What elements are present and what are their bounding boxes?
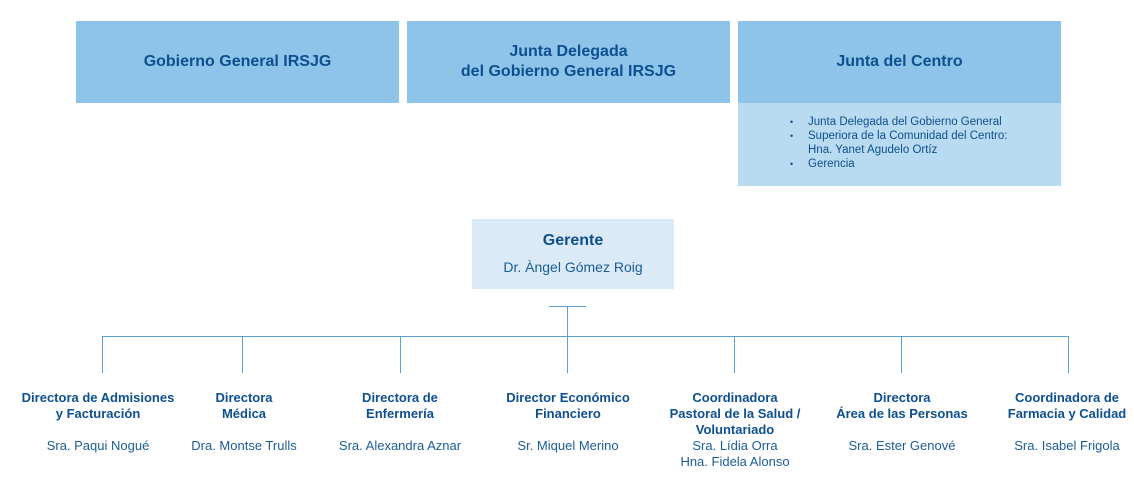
dept-title-line: Director Económico [506,390,630,405]
dept-farmacia: Coordinadora de Farmacia y Calidad Sra. … [1008,390,1127,454]
dept-title-line: Coordinadora de [1014,390,1119,405]
dept-title: Coordinadora de Farmacia y Calidad [1008,390,1127,422]
junta-centro-item: Junta Delegada del Gobierno General [790,115,1051,129]
junta-centro-item: Gerencia [790,157,1051,171]
dept-person-line: Dra. Montse Trulls [191,438,297,453]
dept-personas: Directora Área de las Personas Sra. Este… [836,390,968,454]
dept-person-line: Sra. Isabel Frigola [1014,438,1120,453]
dept-person: Sra. Paqui Nogué [22,438,175,454]
dept-title-line: Directora de Admisiones [21,390,175,405]
gerente-title: Gerente [542,232,604,249]
dept-person: Sra. Ester Genové [836,438,968,454]
junta-centro-item-continuation: Hna. Yanet Agudelo Ortíz [808,144,938,156]
junta-centro-box: Junta del Centro [738,21,1061,103]
junta-centro-item: Superiora de la Comunidad del Centro: [790,129,1051,143]
dept-person-line: Sra. Lídia Orra [692,438,778,453]
dept-person-line: Sra. Ester Genové [848,438,956,453]
dept-title: Coordinadora Pastoral de la Salud / Volu… [670,390,801,438]
dept-title-line: y Facturación [55,406,141,421]
dept-title-line: Médica [221,406,267,421]
junta-centro-label: Junta del Centro [836,53,963,70]
gobierno-general-label: Gobierno General IRSJG [143,53,332,70]
gobierno-general-box: Gobierno General IRSJG [76,21,399,103]
dept-title-line: Farmacia y Calidad [1007,406,1127,421]
junta-delegada-box: Junta Delegada del Gobierno General IRSJ… [407,21,730,103]
dept-title-line: Pastoral de la Salud / [669,406,801,421]
dept-person: Dra. Montse Trulls [191,438,296,454]
dept-title-line: Voluntariado [695,422,775,437]
dept-title: Directora de Admisiones y Facturación [22,390,175,422]
dept-economico: Director Económico Financiero Sr. Miquel… [506,390,630,454]
dept-person-line: Hna. Fidela Alonso [680,454,790,469]
dept-title-line: Enfermería [366,406,434,421]
dept-person-line: Sr. Miquel Merino [517,438,619,453]
dept-title-line: Financiero [535,406,601,421]
dept-title-line: Área de las Personas [836,406,968,421]
dept-title-line: Coordinadora [692,390,778,405]
dept-title-line: Directora de [362,390,438,405]
dept-title-line: Directora [215,390,273,405]
junta-delegada-label-line2: del Gobierno General IRSJG [460,63,677,80]
dept-pastoral: Coordinadora Pastoral de la Salud / Volu… [670,390,801,470]
dept-person: Sra. Isabel Frigola [1008,438,1127,454]
dept-enfermeria: Directora de Enfermería Sra. Alexandra A… [339,390,461,454]
dept-person: Sr. Miquel Merino [506,438,630,454]
gerente-box: Gerente Dr. Àngel Gómez Roig [472,219,674,289]
dept-title: Director Económico Financiero [506,390,630,422]
dept-person: Sra. Lídia Orra Hna. Fidela Alonso [670,438,801,470]
dept-title: Directora de Enfermería [339,390,461,422]
dept-title: Directora Médica [191,390,296,422]
junta-centro-members: Junta Delegada del Gobierno General Supe… [738,103,1061,186]
dept-title-line: Directora [873,390,931,405]
dept-medica: Directora Médica Dra. Montse Trulls [191,390,296,454]
dept-person-line: Sra. Paqui Nogué [46,438,150,453]
junta-delegada-label-line1: Junta Delegada [509,43,628,60]
junta-centro-list: Junta Delegada del Gobierno General Supe… [790,115,1051,171]
gerente-name: Dr. Àngel Gómez Roig [503,259,643,275]
dept-person-line: Sra. Alexandra Aznar [338,438,462,453]
dept-person: Sra. Alexandra Aznar [339,438,461,454]
dept-admisiones: Directora de Admisiones y Facturación Sr… [22,390,175,454]
dept-title: Directora Área de las Personas [836,390,968,422]
